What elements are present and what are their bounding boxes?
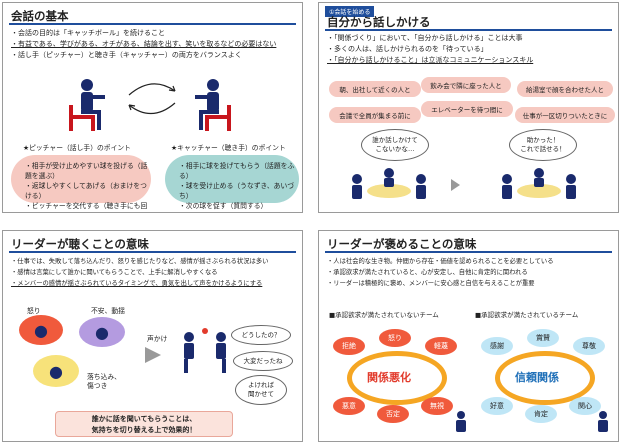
catcher-point: ・次の球を促す（質問する）	[179, 202, 268, 210]
catcher-point: ・球を受け止める（うなずき、あいづち）	[179, 182, 295, 200]
slide-conversation-basics: 会話の基本 ・会話の目的は「キャッチボール」を続けること ・有益である、学びがあ…	[2, 2, 303, 213]
seated-people-scene-icon	[352, 168, 426, 199]
bullet-list: ・仕事では、失敗して落ち込んだり、怒りを感じたりなど、感情が揺さぶられる状況は多…	[11, 256, 268, 289]
bullet-list: ・人は社会的な生き物。仲間から存在・価値を認められることを必要としている ・承認…	[327, 256, 554, 289]
positive-oval: 肯定	[525, 405, 557, 423]
bullet: ・「関係づくり」において、「自分から話しかける」ことは大事	[327, 34, 523, 42]
bullet: ・感情は言葉にして誰かに聞いてもらうことで、上手に解消しやすくなる	[11, 269, 218, 276]
positive-oval: 賞賛	[527, 329, 559, 347]
bullet: ・有益である、学びがある、オチがある、結論を出す、笑いを取るなどの必要はない	[11, 40, 277, 48]
bullet: ・メンバーの感情が揺さぶられているタイミングで、勇気を出して声をかけるようにする	[11, 280, 263, 287]
negative-oval: 軽蔑	[425, 337, 457, 355]
section-tag: ①会話を始める	[325, 6, 375, 17]
situation-pill: 会議で全員が集まる前に	[329, 107, 421, 123]
negative-oval: 拒絶	[333, 337, 365, 355]
anxiety-emotion-icon: ●	[79, 317, 125, 347]
good-cycle-ring	[495, 351, 595, 405]
pitcher-label: ★ピッチャー（話し手）のポイント	[23, 144, 131, 152]
bullet-list: ・会話の目的は「キャッチボール」を続けること ・有益である、学びがある、オチがあ…	[11, 28, 276, 61]
exchange-arrows-icon	[128, 83, 176, 115]
bullet: ・多くの人は、話しかけられるのを「待っている」	[327, 45, 488, 53]
bullet-list: ・「関係づくり」において、「自分から話しかける」ことは大事 ・多くの人は、話しか…	[327, 33, 533, 66]
speech-cloud: 大変だったね	[233, 351, 293, 371]
negative-oval: 悪意	[333, 397, 365, 415]
negative-oval: 無視	[421, 397, 453, 415]
bullet: ・仕事では、失敗して落ち込んだり、怒りを感じたりなど、感情が揺さぶられる状況は多…	[11, 258, 269, 265]
callout-box: 誰かに話を聞いてもらうことは、 気持ちを切り替える上で効果的！	[55, 411, 233, 437]
pitcher-point: ・返球しやすくしてあげる（おまけをつける）	[25, 182, 147, 200]
catcher-points-bubble: ・相手に球を投げてもらう（話題をふる） ・球を受け止める（うなずき、あいづち） …	[165, 155, 299, 210]
situation-pill: 給湯室で顔を合わせた人と	[517, 81, 613, 97]
positive-oval: 尊敬	[573, 337, 605, 355]
negative-oval: 怒り	[379, 329, 411, 347]
bullet: ・承認欲求が満たされていると、心が安定し、自他に肯定的に関われる	[327, 269, 528, 276]
person-figure-icon	[598, 411, 608, 432]
relief-thought-cloud: 助かった！ これで話せる！	[509, 129, 577, 161]
slide-title: 会話の基本	[11, 9, 69, 23]
down-label: 落ち込み、 傷つき	[87, 373, 121, 390]
negative-oval: 否定	[377, 405, 409, 423]
bullet: ・人は社会的な生き物。仲間から存在・価値を認められることを必要としている	[327, 258, 554, 265]
anger-emotion-icon: ●	[19, 315, 63, 345]
arrow-right-icon	[451, 179, 460, 191]
bullet: ・リーダーは積極的に褒め、メンバーに安心感と自信を与えることが重要	[327, 280, 535, 287]
listening-pair-icon	[184, 328, 226, 373]
slide-title: 自分から話しかける	[327, 15, 431, 29]
situation-pill: エレベーターを待つ間に	[421, 101, 513, 117]
unmet-team-heading: ■承認欲求が満たされていないチーム	[329, 311, 439, 319]
slide-leader-praise: リーダーが褒めることの意味 ・人は社会的な生き物。仲間から存在・価値を認められる…	[318, 230, 619, 442]
positive-oval: 好意	[481, 397, 513, 415]
bullet: ・話し手（ピッチャー）と聴き手（キャッチャー）の両方をバランスよく	[11, 51, 242, 59]
situation-pill: 飲み会で隣に座った人と	[421, 77, 511, 93]
anxiety-label: 不安、動揺	[91, 307, 125, 315]
slide-leader-listening: リーダーが聴くことの意味 ・仕事では、失敗して落ち込んだり、怒りを感じたりなど、…	[2, 230, 303, 442]
situation-pill: 仕事が一区切りついたときに	[515, 107, 615, 123]
person-figure-icon	[456, 411, 466, 432]
pitcher-points-bubble: ・相手が受け止めやすい球を投げる（話題を選ぶ） ・返球しやすくしてあげる（おまけ…	[11, 155, 151, 210]
pitcher-point: ・ピッチャーを交代する（聴き手にも回る）	[25, 202, 148, 210]
bullet: ・「自分から話しかけること」は立派なコミュニケーションスキル	[327, 56, 534, 64]
voice-label: 声かけ	[147, 335, 168, 343]
arrow-right-icon	[145, 347, 161, 363]
anger-label: 怒り	[27, 307, 41, 315]
title-rule	[325, 251, 612, 253]
title-rule	[9, 251, 296, 253]
positive-oval: 関心	[569, 397, 601, 415]
catcher-point: ・相手に球を投げてもらう（話題をふる）	[179, 162, 295, 180]
title-rule	[9, 23, 296, 25]
met-team-heading: ■承認欲求が満たされているチーム	[475, 311, 579, 319]
situation-pill: 朝、出社して近くの人と	[329, 81, 421, 97]
pitcher-figure-icon	[69, 79, 105, 131]
conversation-scene-icon	[502, 168, 576, 199]
catcher-label: ★キャッチャー（聴き手）のポイント	[171, 144, 286, 152]
bullet: ・会話の目的は「キャッチボール」を続けること	[11, 29, 165, 37]
title-rule	[325, 29, 612, 31]
positive-oval: 感謝	[481, 337, 513, 355]
pitcher-point: ・相手が受け止めやすい球を投げる（話題を選ぶ）	[25, 162, 148, 180]
trust-relationship-label: 信頼関係	[515, 371, 559, 384]
waiting-thought-cloud: 誰か話しかけて こないかな…	[361, 129, 429, 161]
slide-talk-first: ①会話を始める 自分から話しかける ・「関係づくり」において、「自分から話しかけ…	[318, 2, 619, 213]
speech-cloud: どうしたの？	[231, 325, 291, 345]
bad-relationship-label: 関係悪化	[367, 371, 411, 384]
catcher-figure-icon	[195, 79, 231, 131]
slide-title: リーダーが褒めることの意味	[327, 237, 477, 251]
slide-title: リーダーが聴くことの意味	[11, 237, 149, 251]
speech-cloud: よければ 聞かせて	[235, 375, 287, 405]
bad-cycle-ring	[347, 351, 447, 405]
down-emotion-icon: ●	[33, 355, 79, 387]
